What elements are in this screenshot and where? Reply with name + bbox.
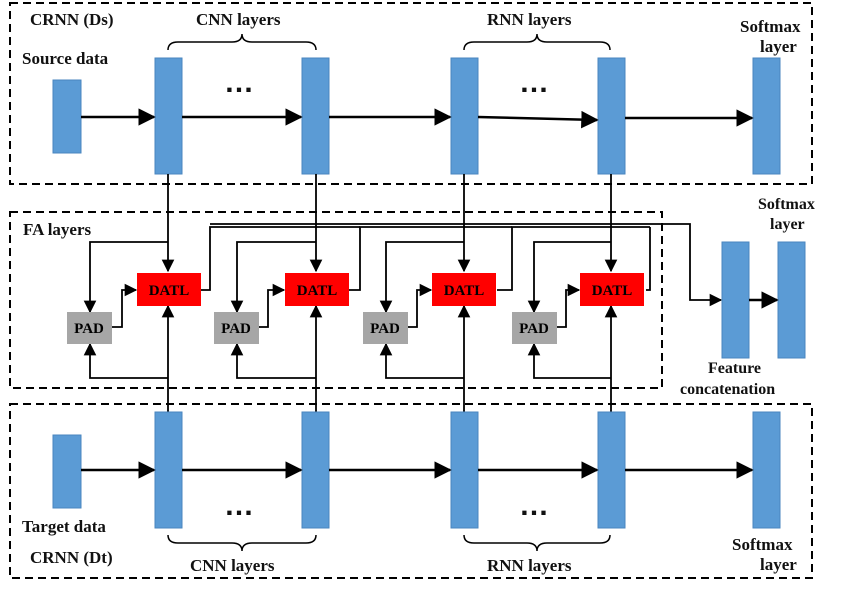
concat-softmax-label-1: Softmax [758, 196, 815, 213]
target-cnn-label: CNN layers [190, 556, 275, 575]
target-rnn-layer-n [597, 411, 626, 529]
source-rnn-layer-1 [450, 57, 479, 175]
source-rnn-brace [463, 33, 611, 51]
pad-box-2 [214, 312, 259, 344]
source-rnn-ellipsis: … [519, 66, 549, 99]
source-rnn-label: RNN layers [487, 10, 572, 29]
feature-concat-label-1: Feature [708, 360, 761, 377]
target-input-block [52, 434, 82, 509]
pad-box-1 [67, 312, 112, 344]
source-softmax-label-1: Softmax [740, 17, 801, 36]
source-cnn-layer-n [301, 57, 330, 175]
pad-label-2: PAD [221, 321, 251, 337]
target-softmax-label-1: Softmax [732, 535, 793, 554]
target-cnn-brace [167, 534, 317, 552]
source-rnn-layer-n [597, 57, 626, 175]
target-rnn-brace [463, 534, 611, 552]
datl-box-2 [285, 273, 349, 306]
target-rnn-ellipsis: … [519, 489, 549, 522]
target-cnn-layer-n [301, 411, 330, 529]
target-cnn-ellipsis: … [224, 489, 254, 522]
target-softmax-layer [752, 411, 781, 529]
pad-label-3: PAD [370, 321, 400, 337]
fa-layers-title: FA layers [23, 220, 92, 239]
datl-label-4: DATL [592, 283, 633, 299]
concat-layer [721, 241, 750, 359]
target-rnn-label: RNN layers [487, 556, 572, 575]
source-input-block [52, 79, 82, 154]
datl-box-3 [432, 273, 496, 306]
target-crnn-frame [9, 403, 813, 579]
source-cnn-layer-1 [154, 57, 183, 175]
pad-box-4 [512, 312, 557, 344]
target-crnn-title: CRNN (Dt) [30, 548, 113, 567]
source-crnn-title: CRNN (Ds) [30, 10, 114, 29]
target-softmax-label-2: layer [760, 555, 797, 574]
datl-label-3: DATL [444, 283, 485, 299]
datl-label-2: DATL [297, 283, 338, 299]
concat-softmax-label-2: layer [770, 216, 805, 233]
datl-box-1 [137, 273, 201, 306]
source-cnn-brace [167, 33, 317, 51]
target-data-label: Target data [22, 517, 106, 536]
datl-label-1: DATL [149, 283, 190, 299]
pad-box-3 [363, 312, 408, 344]
concat-softmax-layer [777, 241, 806, 359]
source-softmax-layer [752, 57, 781, 175]
source-cnn-ellipsis: … [224, 66, 254, 99]
source-crnn-frame [9, 2, 813, 185]
pad-label-1: PAD [74, 321, 104, 337]
datl-box-4 [580, 273, 644, 306]
source-data-label: Source data [22, 49, 109, 68]
feature-concat-label-2: concatenation [680, 381, 775, 398]
pad-label-4: PAD [519, 321, 549, 337]
source-cnn-label: CNN layers [196, 10, 281, 29]
target-rnn-layer-1 [450, 411, 479, 529]
source-softmax-label-2: layer [760, 37, 797, 56]
fa-connectors [83, 174, 723, 412]
source-arrow-4 [477, 110, 599, 129]
fa-layers-frame [9, 211, 663, 389]
target-cnn-layer-1 [154, 411, 183, 529]
